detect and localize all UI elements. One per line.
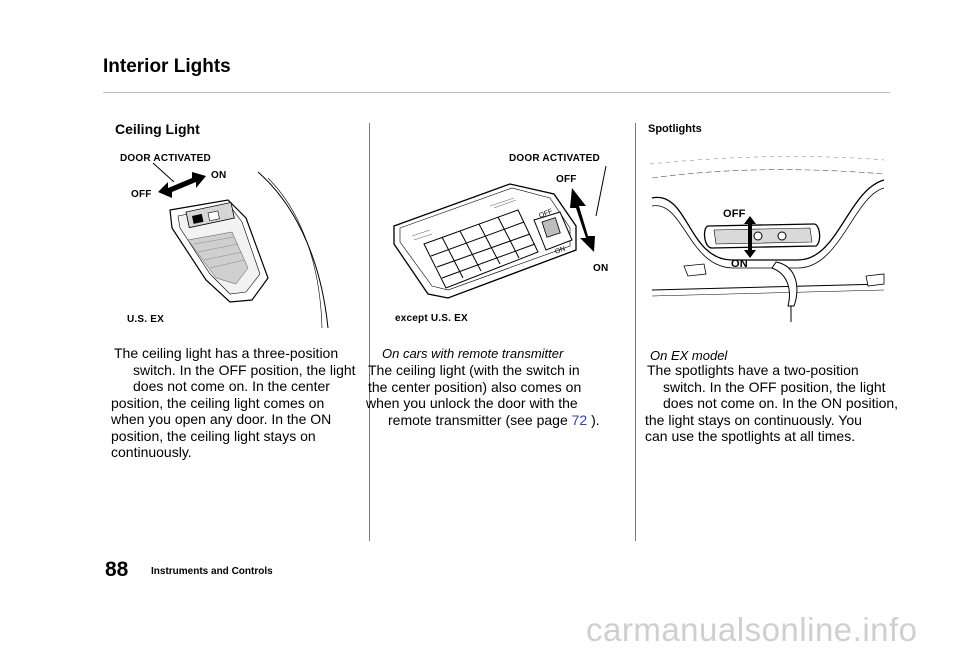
remote-on-label: ON [593, 263, 609, 274]
spotlights-illustration [649, 156, 885, 322]
page-reference-link[interactable]: 72 [571, 411, 588, 428]
remote-switch-on-text: ON [554, 245, 566, 255]
remote-description: The ceiling light (with the switch in th… [366, 362, 628, 428]
spotlights-body-line: does not come on. In the ON position, [663, 395, 899, 411]
ceiling-door-activated-label: DOOR ACTIVATED [120, 153, 211, 164]
ceiling-body-line: continuously. [111, 444, 192, 460]
ceiling-body-line: when you open any door. In the ON [111, 411, 332, 427]
ceiling-on-label: ON [211, 170, 227, 181]
footer-section-title: Instruments and Controls [151, 566, 273, 577]
ceiling-light-heading: Ceiling Light [115, 121, 200, 137]
spotlights-body-line: the light stays on continuously. You [645, 411, 862, 428]
remote-door-activated-label: DOOR ACTIVATED [509, 153, 600, 164]
column-divider-2 [635, 123, 636, 541]
spotlights-body-line: switch. In the OFF position, the light [663, 378, 886, 395]
ceiling-body-line: position, the ceiling light stays on [111, 427, 316, 444]
spotlights-on-label: ON [731, 258, 748, 270]
remote-subtitle: On cars with remote transmitter [382, 346, 564, 361]
spotlights-body-line: can use the spotlights at all times. [645, 428, 856, 444]
remote-body-line-last: remote transmitter (see page 72 ). [366, 412, 628, 429]
spotlights-subtitle: On EX model [650, 348, 728, 363]
page-title: Interior Lights [103, 56, 231, 77]
spotlights-body-line: The spotlights have a two-position [647, 362, 859, 378]
column-divider-1 [369, 123, 370, 541]
remote-body-line: when you unlock the door with the [366, 395, 578, 411]
remote-switch-off-text: OFF [538, 208, 554, 220]
remote-ceiling-light-illustration: OFF ON [393, 165, 607, 299]
ceiling-figure-caption: U.S. EX [127, 314, 164, 325]
ceiling-body-line: The ceiling light has a three-position [114, 345, 339, 361]
ceiling-off-label: OFF [131, 189, 152, 200]
remote-body-text: remote transmitter (see page [388, 411, 572, 428]
remote-body-text: ). [587, 411, 600, 428]
header-divider [103, 92, 890, 93]
ceiling-light-description: The ceiling light has a three-position s… [111, 345, 356, 461]
remote-off-label: OFF [556, 174, 577, 185]
spotlights-description: The spotlights have a two-position switc… [645, 362, 900, 445]
ceiling-body-line: does not come on. In the center [133, 378, 330, 394]
remote-figure-caption: except U.S. EX [395, 313, 468, 324]
ceiling-light-illustration [152, 162, 329, 329]
spotlights-off-label: OFF [723, 208, 746, 220]
remote-body-line: the center position) also comes on [368, 378, 582, 395]
page-number: 88 [105, 558, 129, 581]
ceiling-body-line: switch. In the OFF position, the light [133, 361, 356, 378]
watermark: carmanualsonline.info [586, 611, 918, 648]
spotlights-heading: Spotlights [648, 123, 702, 135]
remote-body-line: The ceiling light (with the switch in [368, 362, 580, 378]
ceiling-body-line: position, the ceiling light comes on [111, 394, 325, 411]
